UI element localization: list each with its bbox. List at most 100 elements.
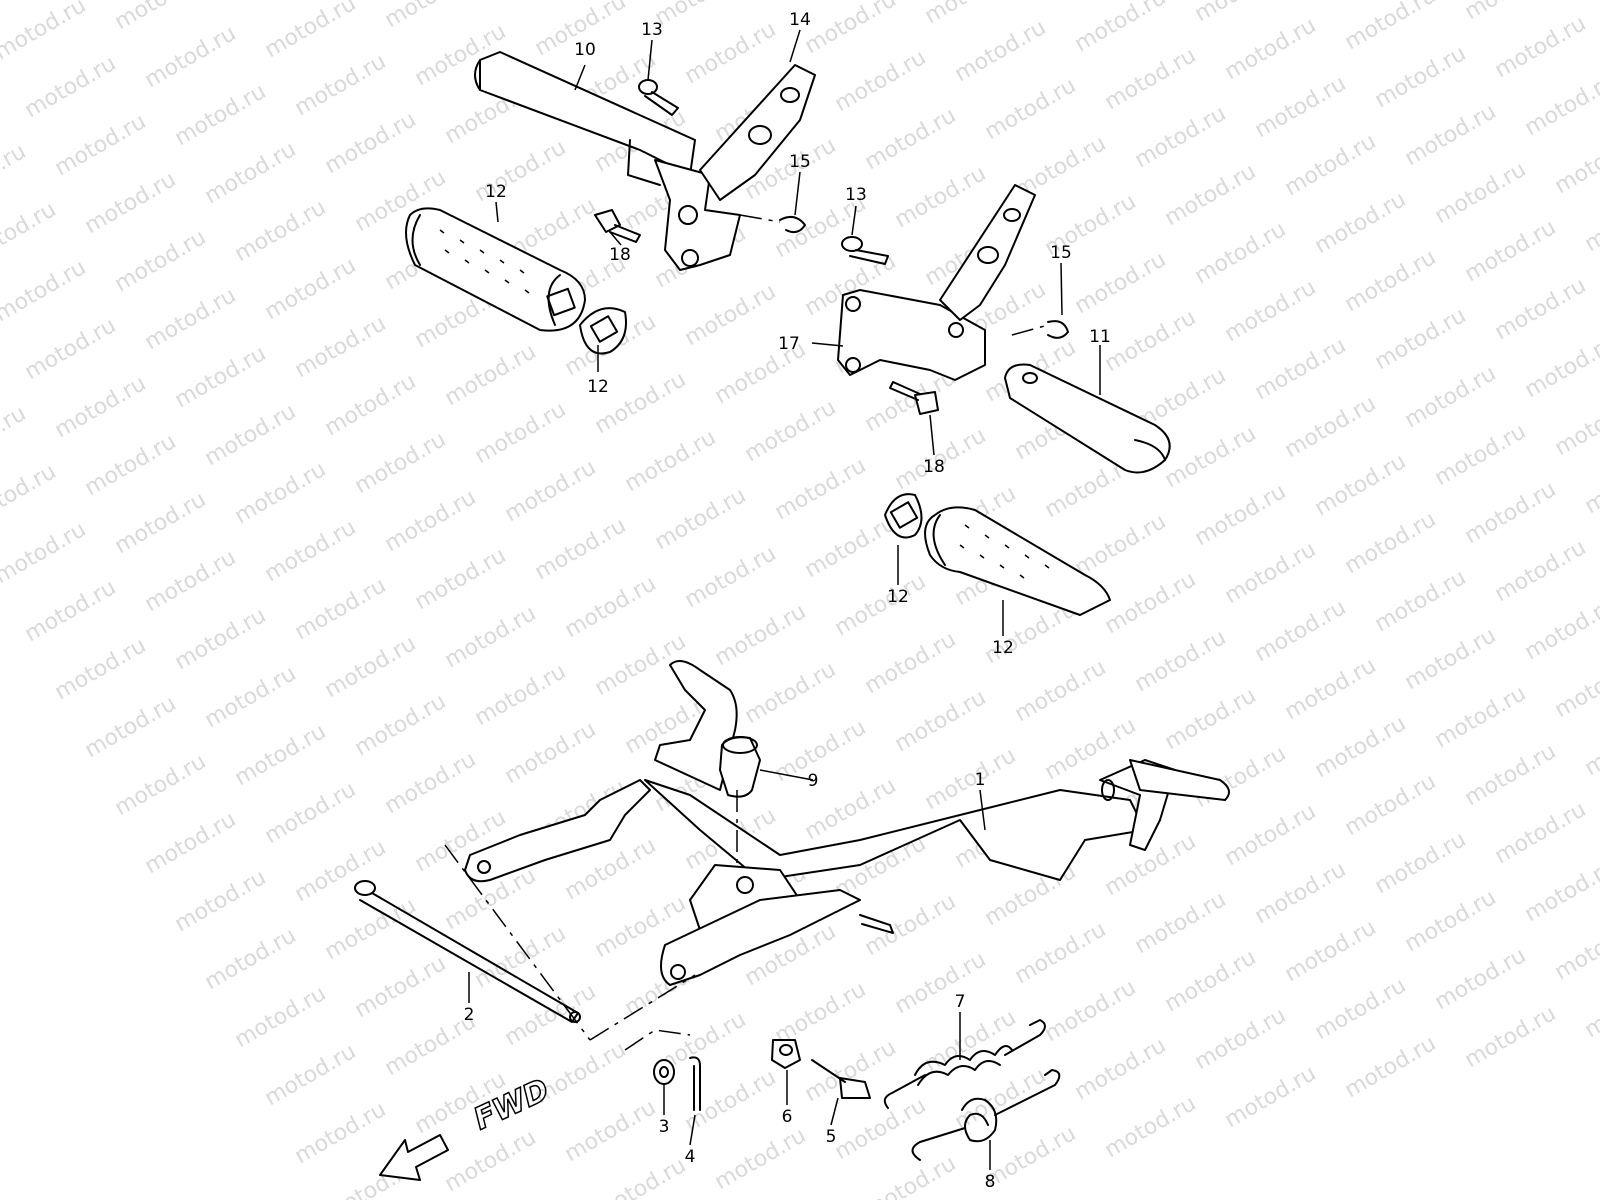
watermark-text: motod.ru: [51, 109, 151, 181]
watermark-text: motod.ru: [1071, 247, 1171, 319]
watermark-text: motod.ru: [1221, 1061, 1321, 1133]
callout-16: 14: [789, 10, 811, 30]
watermark-text: motod.ru: [1371, 827, 1471, 899]
callout-12-right: 12: [992, 638, 1014, 658]
watermark-text: motod.ru: [1071, 1033, 1171, 1105]
watermark-text: motod.ru: [1071, 509, 1171, 581]
watermark-text: motod.ru: [291, 1097, 391, 1169]
stand-spring-outer: [883, 1019, 1046, 1109]
watermark-text: motod.ru: [1191, 1003, 1291, 1075]
watermark-text: motod.ru: [1341, 769, 1441, 841]
watermark-text: motod.ru: [1221, 799, 1321, 871]
watermark-text: motod.ru: [81, 429, 181, 501]
watermark-text: motod.ru: [291, 49, 391, 121]
watermark-text: motod.ru: [81, 691, 181, 763]
watermark-text: motod.ru: [321, 107, 421, 179]
watermark-text: motod.ru: [81, 167, 181, 239]
watermark-text: motod.ru: [171, 603, 271, 675]
watermark-text: motod.ru: [1161, 159, 1261, 231]
watermark-text: motod.ru: [1101, 305, 1201, 377]
watermark-text: motod.ru: [501, 0, 601, 3]
callout-8: 8: [985, 1172, 996, 1192]
callout-7: 7: [955, 992, 966, 1012]
watermark-text: motod.ru: [1161, 421, 1261, 493]
watermark-text: motod.ru: [171, 79, 271, 151]
center-stand: [464, 660, 1230, 986]
watermark-text: motod.ru: [1431, 419, 1531, 491]
watermark-text: motod.ru: [1461, 1001, 1561, 1073]
watermark-text: motod.ru: [321, 369, 421, 441]
stand-washer: [653, 1059, 675, 1085]
watermark-text: motod.ru: [471, 397, 571, 469]
watermark-text: motod.ru: [1581, 447, 1600, 519]
watermark-text: motod.ru: [0, 517, 90, 589]
watermark-text: motod.ru: [831, 45, 931, 117]
watermark-text: motod.ru: [261, 515, 361, 587]
callout-2: 2: [464, 1005, 475, 1025]
watermark-text: motod.ru: [891, 161, 991, 233]
watermark-text: motod.ru: [1341, 245, 1441, 317]
watermark-text: motod.ru: [471, 921, 571, 993]
watermark-text: motod.ru: [201, 399, 301, 471]
watermark-text: motod.ru: [771, 715, 871, 787]
watermark-text: motod.ru: [681, 17, 781, 89]
watermark-text: motod.ru: [1581, 185, 1600, 257]
watermark-text: motod.ru: [201, 923, 301, 995]
leader-lines: [468, 29, 1101, 1170]
watermark-text: motod.ru: [651, 0, 751, 31]
callout-9: 9: [808, 771, 819, 791]
watermark-text: motod.ru: [891, 685, 991, 757]
watermark-text: motod.ru: [1461, 739, 1561, 811]
callout-17: 17: [778, 334, 800, 354]
watermark-text: motod.ru: [651, 483, 751, 555]
watermark-text: motod.ru: [1221, 275, 1321, 347]
watermark-text: motod.ru: [981, 1121, 1081, 1193]
callout-13-left: 12: [587, 377, 609, 397]
watermark-text: motod.ru: [681, 541, 781, 613]
watermark-text: motod.ru: [801, 0, 901, 59]
watermark-text: motod.ru: [501, 717, 601, 789]
watermark-text: motod.ru: [1371, 303, 1471, 375]
callout-14-left: 13: [641, 20, 663, 40]
watermark-text: motod.ru: [1311, 711, 1411, 783]
watermark-text: motod.ru: [1551, 127, 1600, 199]
watermark-text: motod.ru: [501, 455, 601, 527]
watermark-text: motod.ru: [291, 835, 391, 907]
watermark-text: motod.ru: [1401, 623, 1501, 695]
e-clip-left: [739, 214, 806, 234]
watermark-text: motod.ru: [1191, 0, 1291, 27]
watermark-text: motod.ru: [1401, 885, 1501, 957]
watermark-text: motod.ru: [1131, 625, 1231, 697]
watermark-text: motod.ru: [1011, 655, 1111, 727]
callout-13-right: 12: [887, 587, 909, 607]
watermark-text: motod.ru: [861, 1151, 961, 1200]
watermark-text: motod.ru: [0, 139, 30, 211]
watermark-text: motod.ru: [231, 0, 331, 5]
watermark-text: motod.ru: [1251, 857, 1351, 929]
watermark-text: motod.ru: [1371, 41, 1471, 113]
watermark-text: motod.ru: [831, 569, 931, 641]
watermark-text: motod.ru: [351, 427, 451, 499]
watermark-text: motod.ru: [1551, 913, 1600, 985]
callout-5: 5: [826, 1127, 837, 1147]
callout-15-left: 15: [789, 152, 811, 172]
watermark-text: motod.ru: [1401, 361, 1501, 433]
callout-15-right: 15: [1050, 243, 1072, 263]
watermark-text: motod.ru: [1311, 187, 1411, 259]
watermark-text: motod.ru: [1251, 595, 1351, 667]
watermark-text: motod.ru: [201, 661, 301, 733]
watermark-text: motod.ru: [291, 573, 391, 645]
watermark-text: motod.ru: [1491, 797, 1591, 869]
watermark-text: motod.ru: [681, 1065, 781, 1137]
watermark-text: motod.ru: [21, 313, 121, 385]
watermark-text: motod.ru: [1491, 535, 1591, 607]
watermark-text: motod.ru: [951, 15, 1051, 87]
watermark-text: motod.ru: [1101, 43, 1201, 115]
callout-labels: 10 13 14 15 12 18 12 13 15 11 17 18 12 1…: [464, 10, 1111, 1192]
spring-hook: [811, 1059, 871, 1099]
footpeg-rubber-right: [924, 506, 1111, 616]
stand-spring-inner: [911, 1069, 1061, 1161]
watermark-text: motod.ru: [21, 575, 121, 647]
watermark-text: motod.ru: [141, 807, 241, 879]
watermark-text: motod.ru: [261, 253, 361, 325]
